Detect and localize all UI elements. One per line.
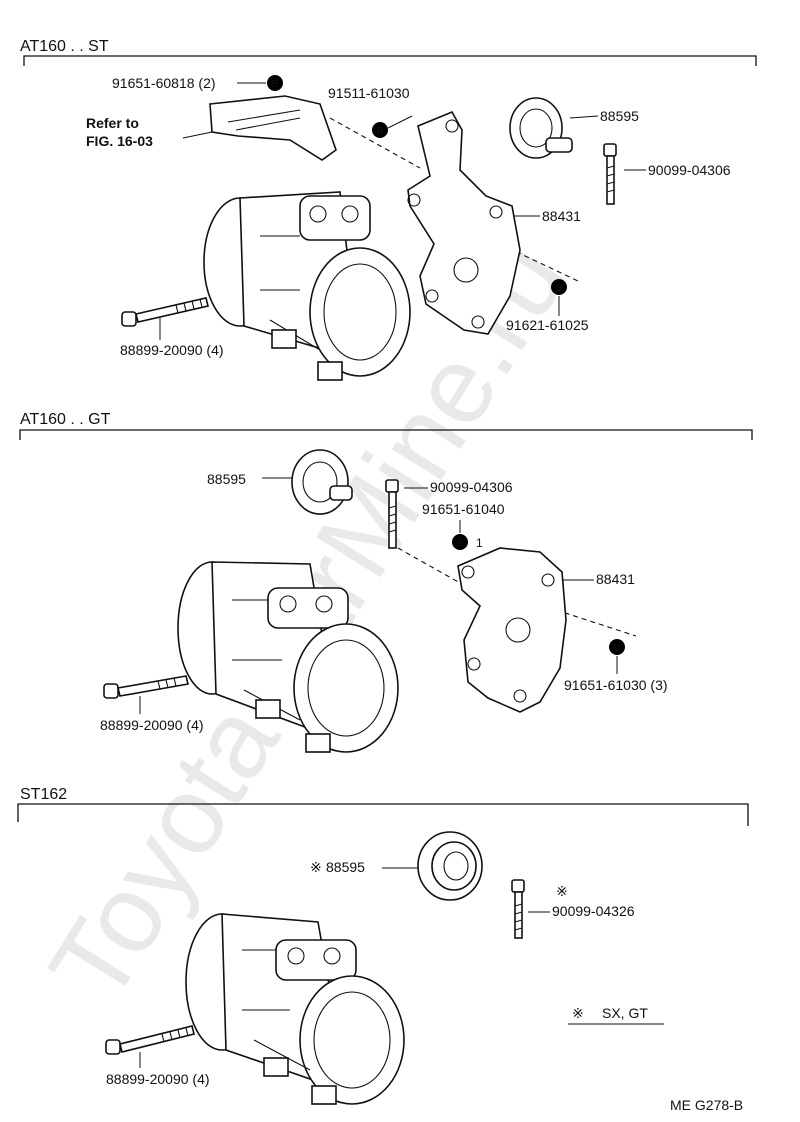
- section-at160-gt: AT160 . . GT 88595 90099-04306 91651-610…: [19, 411, 753, 753]
- label-91621-61025: 91621-61025: [506, 317, 589, 333]
- svg-text:B: B: [457, 538, 464, 549]
- legend: ※ SX, GT: [568, 1005, 664, 1025]
- section-st162: ST162 ※ 88595 ※ 90099-04326 88899-20090 …: [17, 786, 749, 1105]
- badge-b: B: [609, 639, 625, 655]
- ac-compressor: [177, 561, 399, 753]
- section-header: AT160 . . ST: [20, 38, 109, 55]
- reference-line-2: FIG. 16-03: [86, 133, 153, 149]
- diagram-code: ME G278-B: [670, 1097, 743, 1113]
- ac-compressor: [203, 191, 411, 381]
- asterisk-mark: ※: [556, 883, 568, 899]
- label-88595: 88595: [600, 108, 639, 124]
- label-88899-20090: 88899-20090 (4): [100, 717, 204, 733]
- idler-pulley: [509, 97, 573, 159]
- bolt: [385, 479, 399, 549]
- label-88431: 88431: [542, 208, 581, 224]
- label-90099-04306: 90099-04306: [430, 479, 513, 495]
- svg-text:B: B: [614, 643, 621, 654]
- svg-text:B: B: [272, 79, 279, 90]
- note-number: 1: [476, 536, 483, 550]
- badge-b: B: [452, 534, 468, 550]
- idler-pulley: [291, 449, 353, 515]
- compressor-bracket: [457, 547, 567, 713]
- idler-pulley: [417, 831, 483, 901]
- long-bolt: [105, 1025, 195, 1055]
- label-91651-60818: 91651-60818 (2): [112, 75, 216, 91]
- section-frame: [23, 55, 757, 66]
- bolt: [511, 879, 525, 939]
- reference-line-1: Refer to: [86, 115, 139, 131]
- label-91651-61040: 91651-61040: [422, 501, 505, 517]
- bolt: [603, 143, 617, 205]
- long-bolt: [103, 675, 189, 699]
- badge-b: B: [372, 122, 388, 138]
- upper-bracket: [209, 95, 337, 161]
- svg-text:B: B: [556, 283, 563, 294]
- asterisk-mark: ※: [572, 1005, 584, 1021]
- section-header: AT160 . . GT: [20, 411, 111, 428]
- label-88899-20090: 88899-20090 (4): [120, 342, 224, 358]
- label-88595: 88595: [326, 859, 365, 875]
- label-88431: 88431: [596, 571, 635, 587]
- label-90099-04326: 90099-04326: [552, 903, 635, 919]
- label-91511-61030: 91511-61030: [328, 85, 410, 101]
- asterisk-mark: ※: [310, 859, 322, 875]
- section-header: ST162: [20, 786, 67, 803]
- ac-compressor: [185, 913, 405, 1105]
- section-frame: [17, 803, 749, 826]
- label-88899-20090: 88899-20090 (4): [106, 1071, 210, 1087]
- svg-text:B: B: [377, 126, 384, 137]
- label-90099-04306: 90099-04306: [648, 162, 731, 178]
- legend-text: SX, GT: [602, 1005, 648, 1021]
- badge-b: B: [551, 279, 567, 295]
- section-at160-st: AT160 . . ST 91651-60818 (2) 91511-61030…: [20, 38, 757, 381]
- label-88595: 88595: [207, 471, 246, 487]
- label-91651-61030: 91651-61030 (3): [564, 677, 668, 693]
- section-frame: [19, 429, 753, 440]
- long-bolt: [121, 297, 209, 327]
- badge-b: B: [267, 75, 283, 91]
- compressor-bracket: [407, 110, 521, 335]
